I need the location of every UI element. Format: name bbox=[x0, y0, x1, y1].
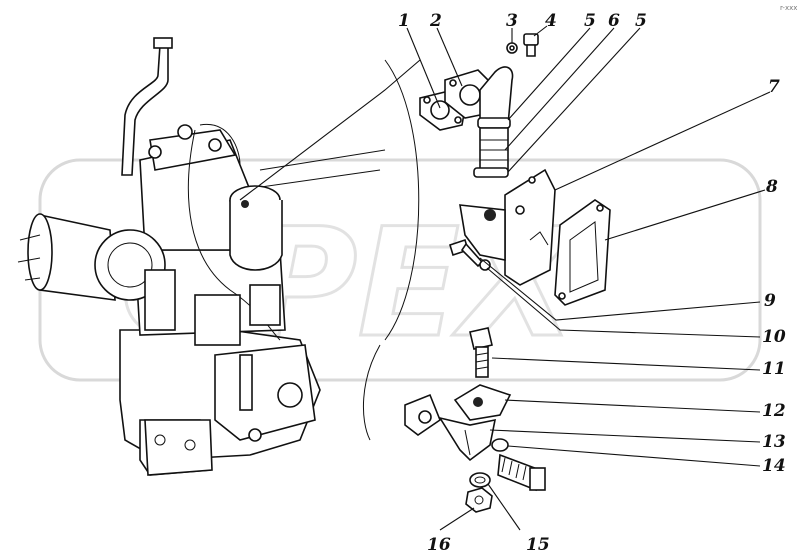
callout-labels: 1 2 3 4 5 6 5 7 8 9 10 11 12 13 14 15 16 bbox=[398, 11, 786, 555]
callout-10: 10 bbox=[762, 327, 786, 347]
callout-7: 7 bbox=[768, 77, 780, 97]
corner-mark: r-xxx bbox=[780, 4, 797, 12]
part-12-clamp bbox=[404, 384, 512, 436]
part-16-nut bbox=[465, 487, 493, 513]
callout-1: 1 bbox=[398, 11, 410, 31]
leader-lines bbox=[239, 25, 771, 531]
callout-4: 4 bbox=[545, 11, 557, 31]
part-7-bracket bbox=[459, 168, 556, 286]
callout-3: 3 bbox=[506, 11, 518, 31]
part-10-washer bbox=[479, 259, 491, 271]
callout-12: 12 bbox=[762, 401, 786, 421]
callout-5a: 5 bbox=[584, 11, 596, 31]
part-3-washer bbox=[506, 42, 518, 54]
part-9-bolt bbox=[449, 238, 484, 268]
washer-near-14 bbox=[491, 438, 509, 452]
part-6-elbow-hose bbox=[473, 66, 514, 178]
callout-11: 11 bbox=[762, 359, 786, 379]
callout-14: 14 bbox=[762, 456, 786, 476]
callout-5b: 5 bbox=[635, 11, 647, 31]
callout-9: 9 bbox=[764, 291, 776, 311]
background-arcs bbox=[239, 59, 420, 441]
part-13-bracket bbox=[438, 416, 497, 462]
part-8-gasket bbox=[554, 199, 611, 306]
callout-2: 2 bbox=[429, 11, 442, 31]
callout-13: 13 bbox=[762, 432, 786, 452]
part-14-bolt bbox=[497, 453, 546, 492]
part-4-bolt bbox=[523, 33, 539, 57]
part-11-bolt bbox=[469, 327, 493, 378]
callout-8: 8 bbox=[765, 177, 778, 197]
callout-15: 15 bbox=[526, 535, 550, 555]
part-15-washer bbox=[469, 472, 491, 488]
callout-16: 16 bbox=[427, 535, 451, 555]
compressor-assembly bbox=[17, 37, 321, 476]
callout-6: 6 bbox=[608, 11, 620, 31]
